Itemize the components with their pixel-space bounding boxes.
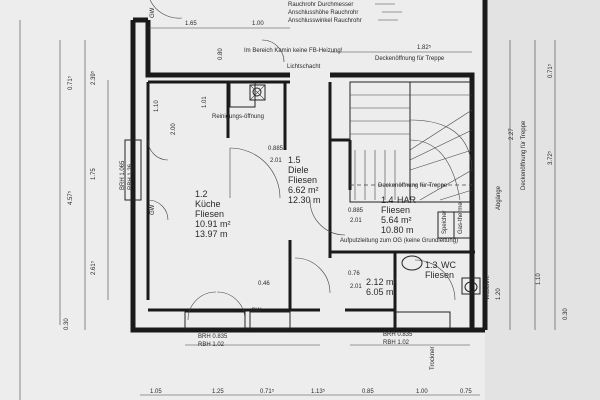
room-har: 1.4 HAR Fliesen 5.64 m² 10.80 m xyxy=(381,195,417,235)
legend-line3: Anschlusswinkel Rauchrohr xyxy=(288,18,362,24)
dim: 1.13⁵ xyxy=(311,388,326,395)
chimney xyxy=(229,81,266,108)
dim: 2.00 xyxy=(171,123,177,135)
dim: 2.39⁵ xyxy=(90,70,97,85)
dim: 0.30 xyxy=(563,308,569,320)
dim: 1.20 xyxy=(496,288,502,300)
room-number: 1.4 xyxy=(381,195,394,205)
room-number: 1.2 xyxy=(195,189,208,199)
note-therme: Gas-therme xyxy=(458,202,464,234)
dim: 0.75 xyxy=(460,389,472,395)
room-perimeter: 10.80 m xyxy=(381,225,414,235)
note-deckenoeffnung-vertical: Deckenöffnung für Treppe xyxy=(521,120,527,190)
note-reinigung: Reinigungs-öffnung xyxy=(212,114,264,120)
note-deckenoeffnung: Deckenöffnung für Treppe xyxy=(375,56,445,62)
dim: 0.71⁵ xyxy=(260,388,275,395)
plan-notes: Im Bereich Kamin keine FB-Heizung! Licht… xyxy=(120,7,527,370)
note-gw: GW xyxy=(251,308,262,314)
note-deckenoeffnung-stair: Deckenöffnung für Treppe xyxy=(378,183,448,189)
dim: 1.82⁵ xyxy=(417,44,432,51)
dim: 2.01 xyxy=(350,218,362,224)
note-waschm: Waschm. xyxy=(485,275,491,300)
dim: 1.25 xyxy=(212,389,224,395)
dim: 0.46 xyxy=(258,281,270,287)
dim: 1.75 xyxy=(91,168,97,180)
room-name: WC xyxy=(441,260,456,270)
note-gw2: GW xyxy=(150,204,156,215)
dim: 1.00 xyxy=(416,389,428,395)
note-speicher: Speicher xyxy=(442,210,448,234)
note-brh-bottom1: BRH 0.835 xyxy=(198,334,228,340)
dim: 1.10 xyxy=(154,100,160,112)
paper-shadow xyxy=(485,0,600,400)
note-gw3: GW xyxy=(150,7,156,18)
room-diele: 1.5 Diele Fliesen 6.62 m² 12.30 m xyxy=(288,155,321,205)
note-trockner: Trockner xyxy=(430,347,436,370)
room-floor: Fliesen xyxy=(195,209,224,219)
room-perimeter: 13.97 m xyxy=(195,229,228,239)
room-perimeter: 6.05 m xyxy=(366,287,394,297)
smoke-pipe-legend: Rauchrohr Durchmesser Anschlusshöhe Rauc… xyxy=(288,2,402,24)
room-floor: Fliesen xyxy=(288,175,317,185)
dim: 2.27 xyxy=(509,128,515,140)
dim: 4.57⁵ xyxy=(67,190,74,205)
doors xyxy=(147,0,456,321)
har-equipment xyxy=(437,211,471,239)
dim: 0.85 xyxy=(362,389,374,395)
note-lichtschacht: Lichtschacht xyxy=(287,64,321,70)
staircase xyxy=(349,81,473,203)
room-area: 2.12 m² xyxy=(366,277,397,287)
room-name: Diele xyxy=(288,165,309,175)
note-rbh-left: RBH 1.26 xyxy=(128,163,134,190)
room-area: 5.64 m² xyxy=(381,215,412,225)
room-floor: Fliesen xyxy=(381,205,410,215)
dim: 3.72⁵ xyxy=(547,150,554,165)
windows xyxy=(124,139,451,329)
dim: 0.76 xyxy=(348,271,360,277)
dim: 1.01 xyxy=(202,96,208,108)
note-aufputz: Aufputzleitung zum OG (keine Grundleitun… xyxy=(340,238,458,244)
dim: 0.80 xyxy=(218,48,224,60)
note-rbh-bottom1: RBH 1.02 xyxy=(198,342,225,348)
room-area: 6.62 m² xyxy=(288,185,319,195)
dim: 1.10 xyxy=(536,273,542,285)
room-name: Küche xyxy=(195,199,221,209)
legend-line1: Rauchrohr Durchmesser xyxy=(288,2,353,8)
inner-walls xyxy=(146,80,475,330)
note-rbh-bottom2: RBH 1.02 xyxy=(383,340,410,346)
room-wc: 1.3 WC Fliesen 2.12 m² 6.05 m xyxy=(366,260,456,297)
room-number: 1.5 xyxy=(288,155,301,165)
dim: 1.05 xyxy=(150,389,162,395)
dim: 0.71⁵ xyxy=(67,75,74,90)
dim: 0.885 xyxy=(348,208,364,214)
dim: 2.01 xyxy=(350,284,362,290)
room-floor: Fliesen xyxy=(425,270,454,280)
dim: 0.71⁵ xyxy=(547,63,554,78)
room-kueche: 1.2 Küche Fliesen 10.91 m² 13.97 m xyxy=(195,189,231,239)
dim: 1.65 xyxy=(185,21,197,27)
note-brh-left: BRH 1.065 xyxy=(120,160,126,190)
dim: 2.61⁵ xyxy=(90,260,97,275)
dim: 0.30 xyxy=(64,318,70,330)
legend-line2: Anschlusshöhe Rauchrohr xyxy=(288,10,358,16)
dim: 1.00 xyxy=(252,21,264,27)
note-kamin: Im Bereich Kamin keine FB-Heizung! xyxy=(244,48,343,54)
room-area: 10.91 m² xyxy=(195,219,231,229)
room-perimeter: 12.30 m xyxy=(288,195,321,205)
dimension-texts: 1.65 1.00 1.82⁵ 0.71⁵ 2.39⁵ 1.75 4.57⁵ 2… xyxy=(64,21,569,395)
note-abgang: Abgänge xyxy=(496,185,502,210)
note-brh-bottom2: BRH 0.835 xyxy=(383,332,413,338)
dim: 0.885 xyxy=(268,146,284,152)
room-name: HAR xyxy=(397,195,417,205)
dim: 2.01 xyxy=(270,158,282,164)
dimension-lines xyxy=(19,20,556,400)
outer-walls xyxy=(130,0,488,333)
wc-fixtures xyxy=(401,255,481,295)
room-number: 1.3 xyxy=(425,260,438,270)
